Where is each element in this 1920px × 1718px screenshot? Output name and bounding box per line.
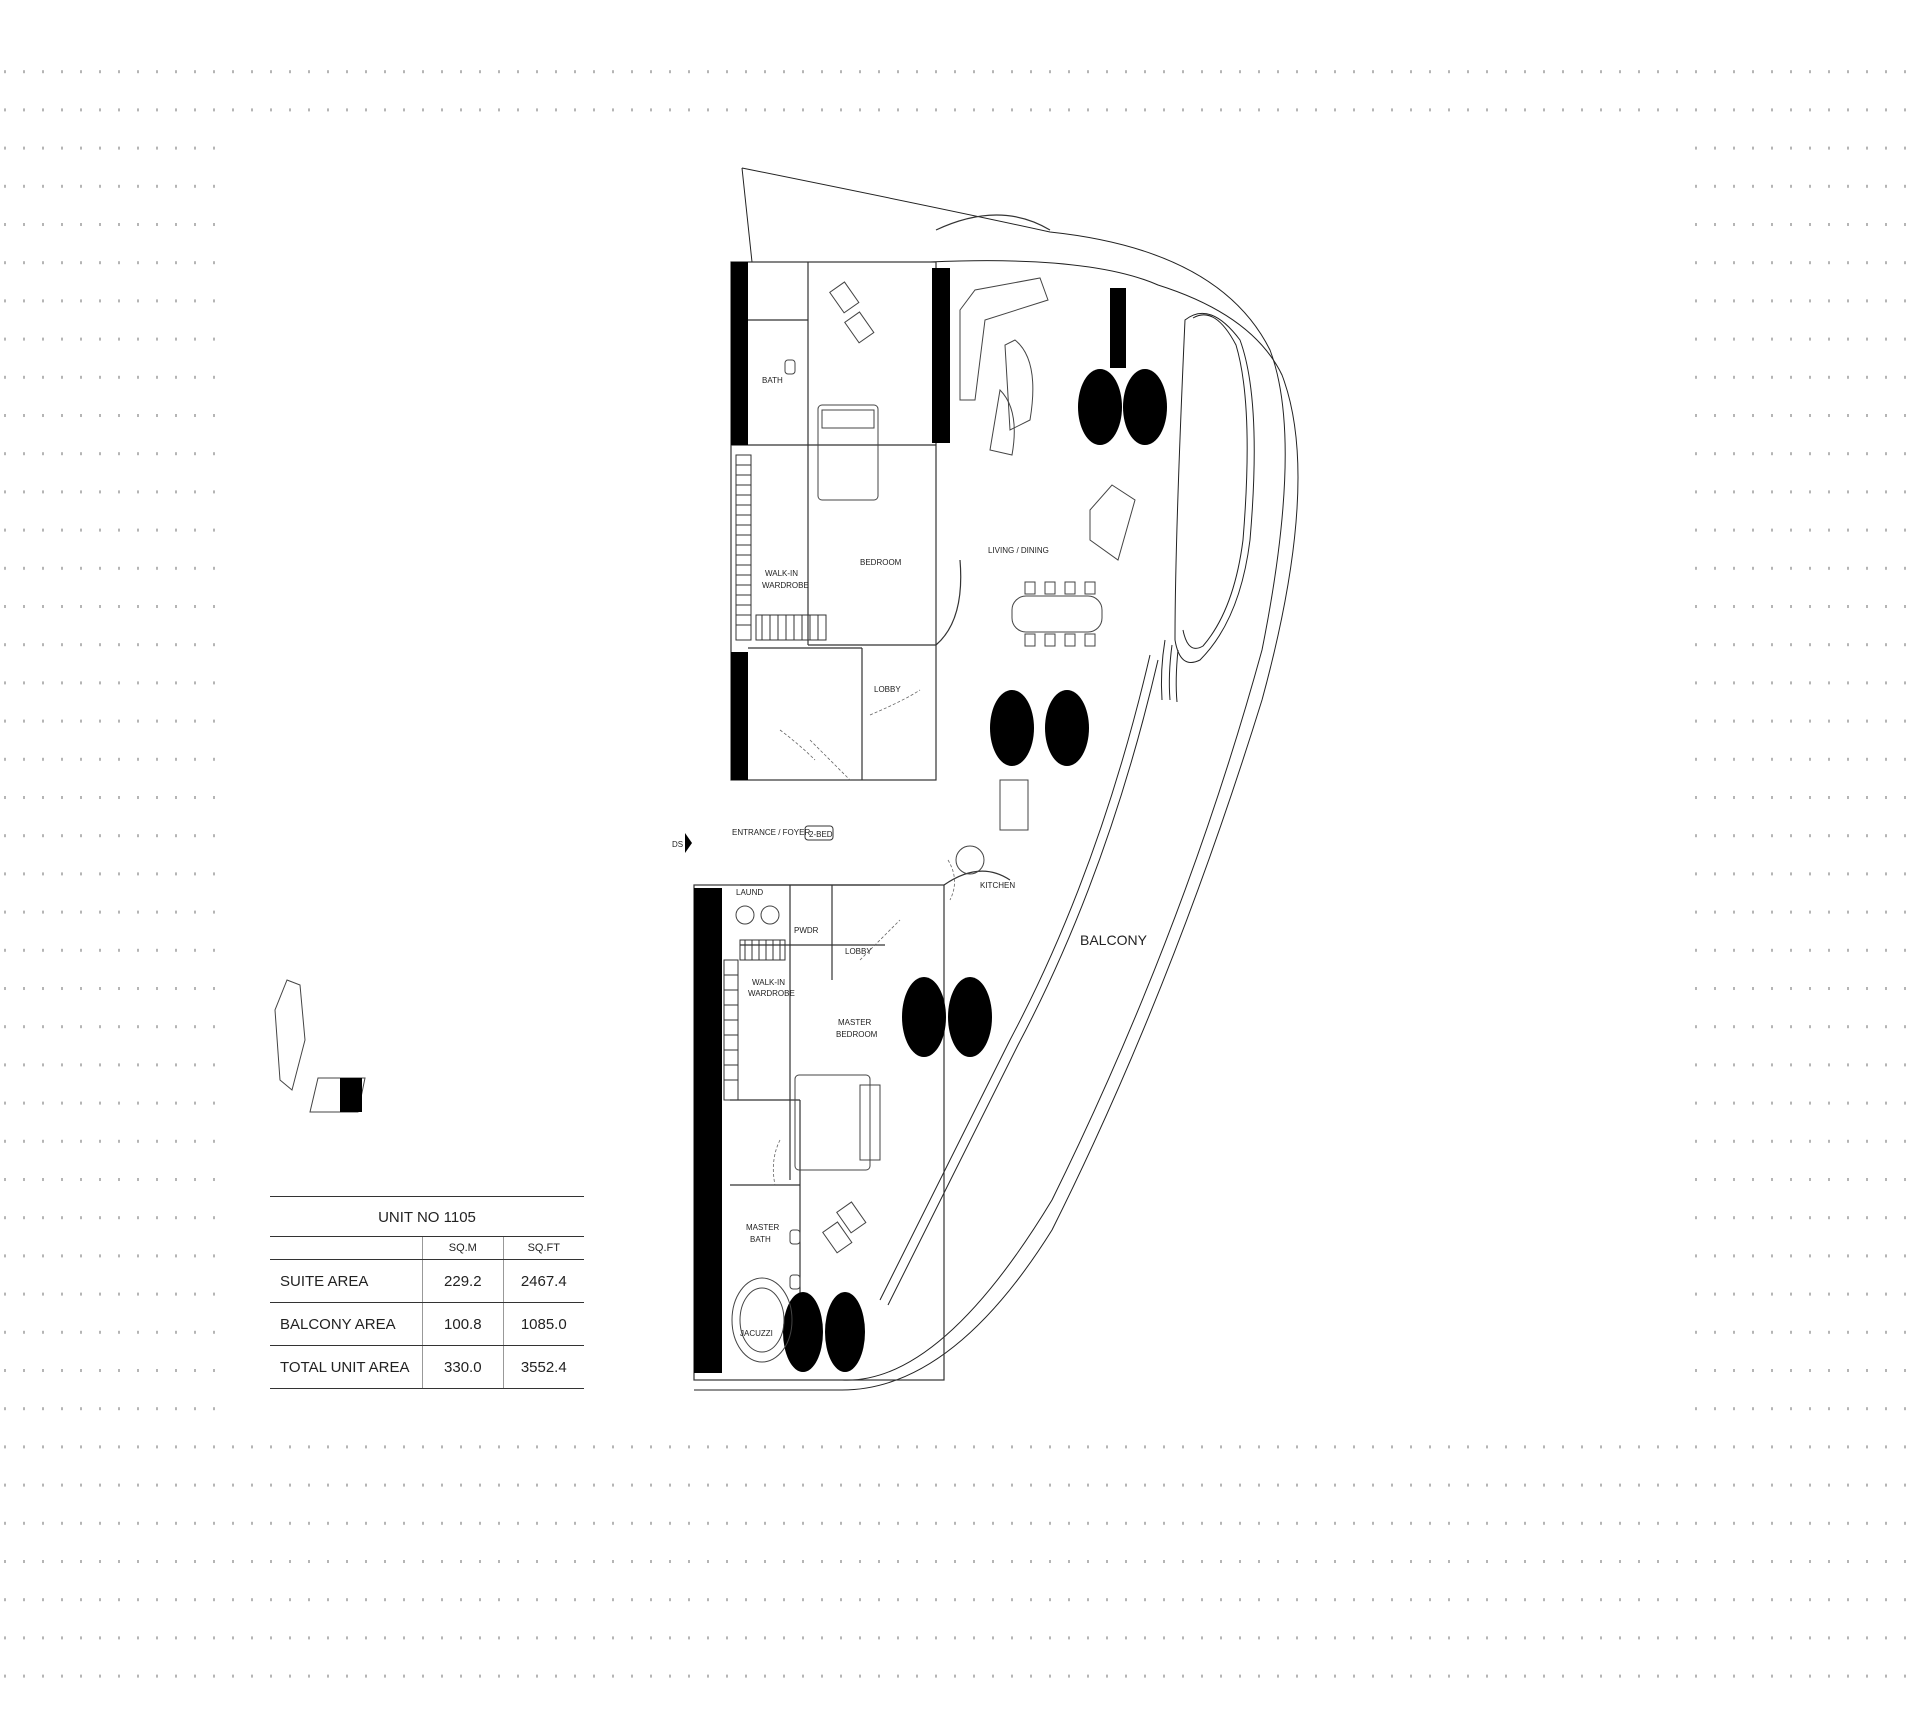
entry-arrow: DS bbox=[672, 833, 692, 853]
room-labels: BATH WALK-IN WARDROBE BEDROOM LOBBY LIVI… bbox=[732, 376, 1148, 1338]
bedroom-label: BEDROOM bbox=[860, 558, 902, 567]
building-outline bbox=[694, 167, 1299, 1391]
unit-type-badge bbox=[804, 825, 834, 841]
table-row: TOTAL UNIT AREA 330.0 3552.4 bbox=[270, 1346, 584, 1389]
row-sqm: 229.2 bbox=[422, 1260, 502, 1302]
kitchen-table bbox=[955, 845, 985, 875]
header-sqm: SQ.M bbox=[422, 1237, 502, 1259]
lobby-top-label: LOBBY bbox=[874, 685, 901, 694]
door-swings bbox=[772, 689, 955, 1186]
furniture bbox=[274, 277, 1136, 1363]
jacuzzi-label: JACUZZI bbox=[740, 1329, 773, 1338]
master-bed bbox=[794, 1074, 871, 1171]
entrance-foyer-label: ENTRANCE / FOYER bbox=[732, 828, 810, 837]
header-sqft: SQ.FT bbox=[502, 1237, 584, 1259]
jacuzzi bbox=[731, 1277, 793, 1363]
dotted-background bbox=[0, 44, 1920, 1712]
living-dining-label: LIVING / DINING bbox=[988, 546, 1049, 555]
kitchen-label: KITCHEN bbox=[980, 881, 1015, 890]
walkin-wardrobe-1-line1: WALK-IN bbox=[765, 569, 798, 578]
table-row: BALCONY AREA 100.8 1085.0 bbox=[270, 1303, 584, 1346]
row-sqft: 2467.4 bbox=[502, 1260, 584, 1302]
bath-label: BATH bbox=[762, 376, 783, 385]
table-row: SUITE AREA 229.2 2467.4 bbox=[270, 1260, 584, 1303]
balcony-label: BALCONY bbox=[1080, 932, 1148, 948]
entry-marker-text: DS bbox=[672, 840, 683, 849]
master-bedroom-line2: BEDROOM bbox=[836, 1030, 878, 1039]
wardrobe-hatching bbox=[723, 454, 827, 1101]
bed-top bbox=[817, 404, 879, 501]
row-label: TOTAL UNIT AREA bbox=[280, 1358, 410, 1376]
laundry-label: LAUND bbox=[736, 888, 763, 897]
unit-number-title: UNIT NO 1105 bbox=[270, 1196, 584, 1237]
master-bath-line2: BATH bbox=[750, 1235, 771, 1244]
row-sqm: 100.8 bbox=[422, 1303, 502, 1345]
piano bbox=[1089, 484, 1136, 561]
row-sqft: 1085.0 bbox=[502, 1303, 584, 1345]
master-bath-line1: MASTER bbox=[746, 1223, 780, 1232]
walkin-wardrobe-2-line1: WALK-IN bbox=[752, 978, 785, 987]
interior-walls bbox=[693, 214, 1051, 1381]
row-sqft: 3552.4 bbox=[502, 1346, 584, 1388]
row-sqm: 330.0 bbox=[422, 1346, 502, 1388]
master-bedroom-line1: MASTER bbox=[838, 1018, 872, 1027]
powder-label: PWDR bbox=[794, 926, 819, 935]
row-label: SUITE AREA bbox=[280, 1272, 369, 1290]
structural-columns bbox=[783, 369, 1167, 1372]
structural-walls bbox=[694, 262, 1126, 1373]
unit-type-badge-text: 2-BED bbox=[809, 830, 833, 839]
dining-table bbox=[1011, 595, 1103, 633]
row-label: BALCONY AREA bbox=[280, 1315, 396, 1333]
area-table: UNIT NO 1105 SQ.M SQ.FT SUITE AREA 229.2… bbox=[270, 1196, 584, 1389]
table-header-row: SQ.M SQ.FT bbox=[270, 1237, 584, 1260]
sofa bbox=[959, 277, 1049, 401]
walkin-wardrobe-2-line2: WARDROBE bbox=[748, 989, 795, 998]
walkin-wardrobe-1-line2: WARDROBE bbox=[762, 581, 809, 590]
lobby-bottom-label: LOBBY bbox=[845, 947, 872, 956]
side-furniture-1 bbox=[274, 979, 306, 1091]
